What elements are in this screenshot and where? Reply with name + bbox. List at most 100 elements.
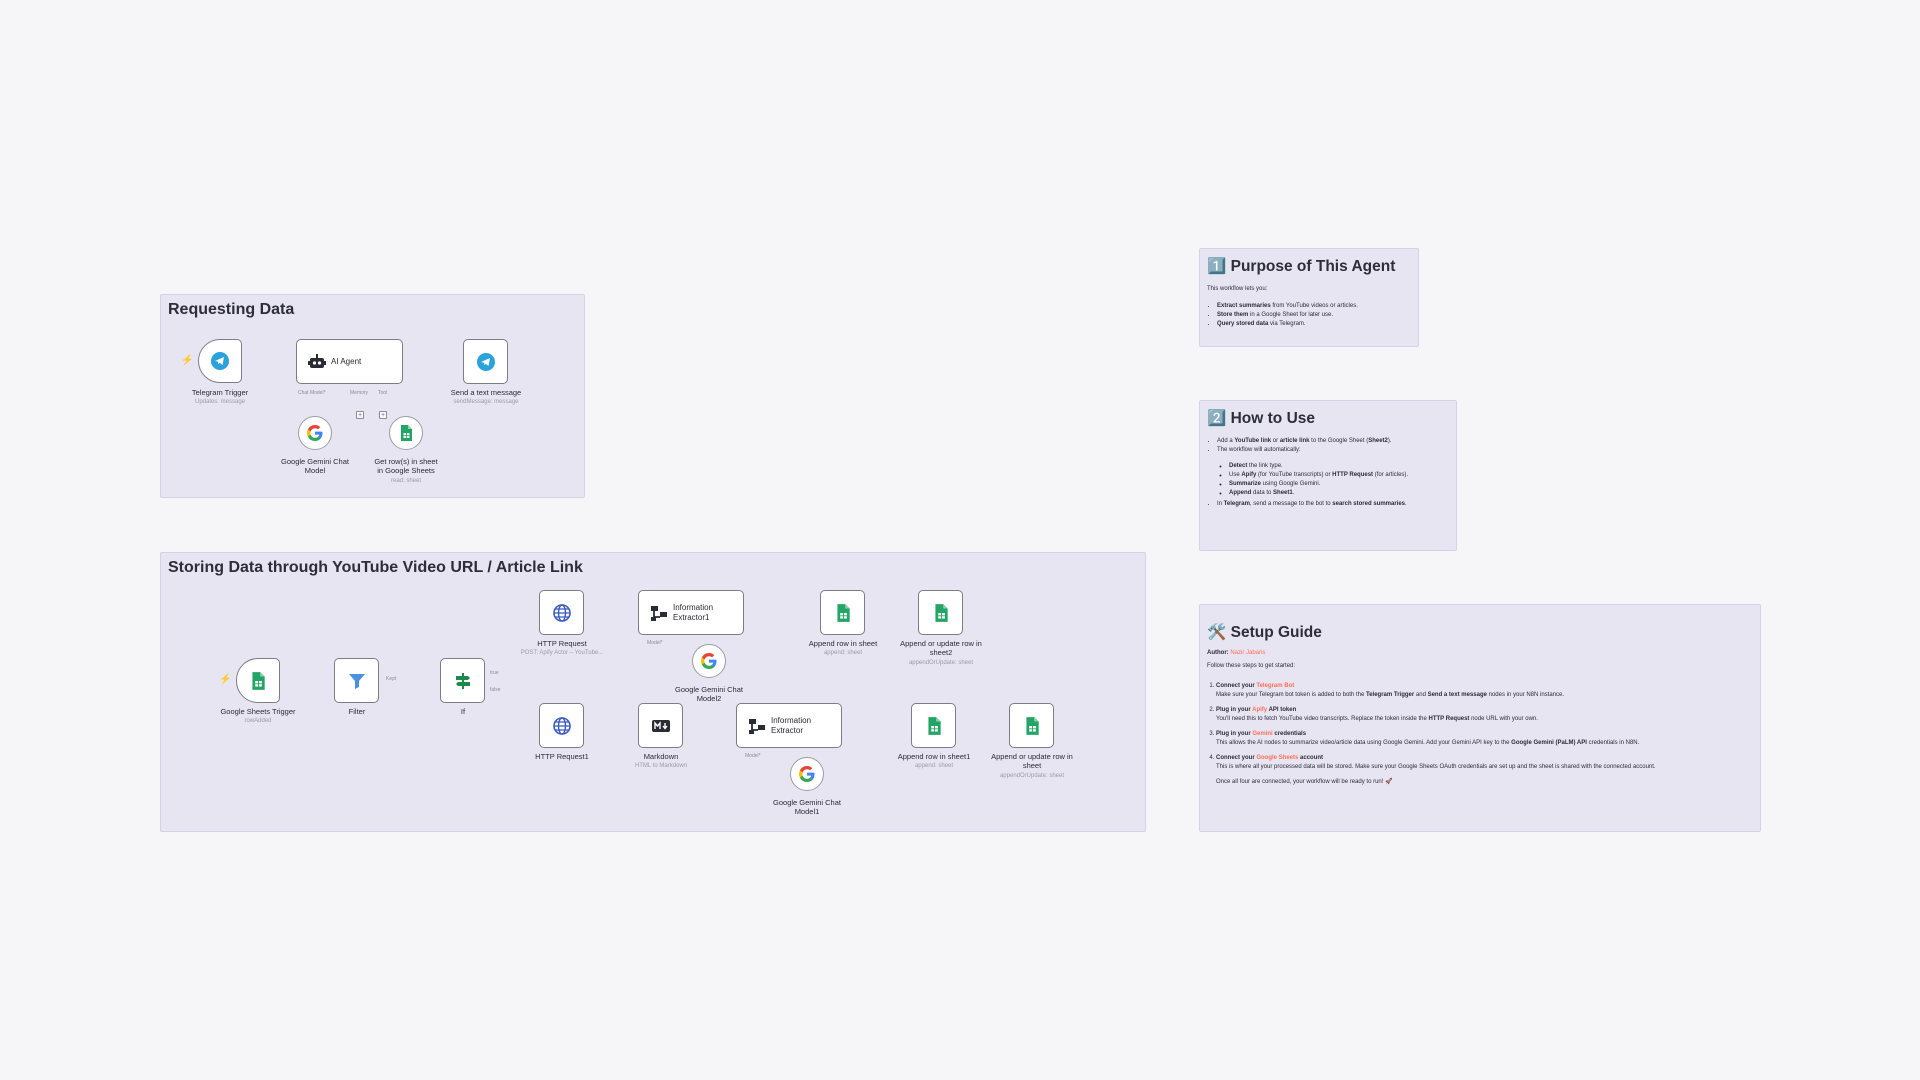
node-telegram-trigger[interactable] xyxy=(198,339,242,383)
node-send-message[interactable] xyxy=(463,339,508,384)
if-true-branch: true xyxy=(490,670,499,676)
filter-kept-output: Kept xyxy=(386,676,397,682)
note-sub-item: Append data to Sheet1. xyxy=(1229,489,1449,498)
note-author: Author: Nazir Jabaris xyxy=(1207,650,1266,656)
sheets-icon xyxy=(927,716,941,735)
node-subtitle: POST: Apify Actor – YouTube... xyxy=(520,650,604,656)
markdown-icon xyxy=(651,719,670,732)
node-information-extractor1[interactable]: Information Extractor1 xyxy=(638,590,744,635)
robot-icon xyxy=(308,353,326,368)
if-false-branch: false xyxy=(490,687,501,693)
add-memory-button[interactable]: + xyxy=(356,411,364,419)
globe-icon xyxy=(552,716,571,735)
note-how-to-use[interactable]: 2️⃣ How to Use Add a YouTube link or art… xyxy=(1199,400,1457,551)
globe-icon xyxy=(552,603,571,622)
telegram-icon xyxy=(476,352,495,371)
node-subtitle: Updates: message xyxy=(194,399,246,405)
node-label: Append or update row in sheet2 xyxy=(900,639,982,657)
node-google-sheets-trigger[interactable] xyxy=(236,658,280,703)
extractor-icon xyxy=(651,605,667,621)
sheets-icon xyxy=(836,603,850,622)
node-label: If xyxy=(460,707,466,716)
node-markdown[interactable] xyxy=(638,703,683,748)
telegram-icon xyxy=(211,352,229,370)
google-icon xyxy=(799,766,815,782)
node-get-rows-sheets[interactable] xyxy=(389,416,423,450)
sheets-icon xyxy=(252,671,265,690)
note-list-item: In Telegram, send a message to the bot t… xyxy=(1217,500,1449,509)
group-requesting-data[interactable]: Requesting Data xyxy=(160,294,585,498)
sheets-icon xyxy=(401,425,412,441)
node-subtitle: rowAdded xyxy=(244,718,272,724)
node-label: HTTP Request1 xyxy=(535,752,589,761)
extractor-icon xyxy=(749,718,765,734)
port-model: Model* xyxy=(647,640,663,646)
node-subtitle: appendOrUpdate: sheet xyxy=(908,660,974,666)
node-if[interactable] xyxy=(440,658,485,703)
node-label: Get row(s) in sheet in Google Sheets xyxy=(374,457,438,475)
node-label: Google Sheets Trigger xyxy=(220,707,296,716)
group-title: Requesting Data xyxy=(168,301,295,318)
port-model: Model* xyxy=(745,753,761,759)
note-title: 2️⃣ How to Use xyxy=(1207,410,1316,427)
node-gemini-chat-model2[interactable] xyxy=(692,644,726,678)
note-list-item: Store them in a Google Sheet for later u… xyxy=(1217,311,1411,320)
note-setup-guide[interactable]: 🛠️ Setup Guide Author: Nazir Jabaris Fol… xyxy=(1199,604,1761,832)
node-http-request1[interactable] xyxy=(539,703,584,748)
port-chat-model: Chat Model* xyxy=(298,390,326,396)
node-label: Append or update row in sheet xyxy=(991,752,1073,770)
node-label: Markdown xyxy=(643,752,679,761)
port-memory: Memory xyxy=(350,390,369,396)
node-label: Append row in sheet xyxy=(808,639,878,648)
filter-icon xyxy=(348,673,365,689)
node-append-row1[interactable] xyxy=(911,703,956,748)
add-tool-button[interactable]: + xyxy=(379,411,387,419)
note-intro: This workflow lets you: xyxy=(1207,286,1268,292)
node-label: HTTP Request xyxy=(537,639,587,648)
note-sub-item: Summarize using Google Gemini. xyxy=(1229,480,1449,489)
trigger-bolt-icon: ⚡ xyxy=(181,355,194,366)
node-subtitle: appendOrUpdate: sheet xyxy=(999,773,1065,779)
node-label: Information Extractor1 xyxy=(673,602,714,622)
sheets-icon xyxy=(1025,716,1039,735)
node-subtitle: read: sheet xyxy=(390,478,422,484)
google-icon xyxy=(701,653,717,669)
sheets-icon xyxy=(934,603,948,622)
node-append-update-sheet2[interactable] xyxy=(918,590,963,635)
group-title: Storing Data through YouTube Video URL /… xyxy=(168,559,583,576)
node-filter[interactable] xyxy=(334,658,379,703)
google-icon xyxy=(307,425,323,441)
port-tool: Tool xyxy=(378,390,388,396)
note-sub-item: Use Apify (for YouTube transcripts) or H… xyxy=(1229,471,1449,480)
node-label: Send a text message xyxy=(450,388,522,397)
node-gemini-chat-model[interactable] xyxy=(298,416,332,450)
node-label: Google Gemini Chat Model1 xyxy=(773,798,841,816)
note-list-item: Query stored data via Telegram. xyxy=(1217,320,1411,329)
node-label: Append row in sheet1 xyxy=(897,752,971,761)
node-information-extractor[interactable]: Information Extractor xyxy=(736,703,842,748)
note-purpose[interactable]: 1️⃣ Purpose of This Agent This workflow … xyxy=(1199,248,1419,347)
node-http-request[interactable] xyxy=(539,590,584,635)
node-subtitle: append: sheet xyxy=(823,650,863,656)
note-list-item: The workflow will automatically: Detect … xyxy=(1217,446,1449,498)
trigger-bolt-icon: ⚡ xyxy=(219,674,232,685)
node-append-update-sheet[interactable] xyxy=(1009,703,1054,748)
if-icon xyxy=(455,672,470,689)
node-gemini-chat-model1[interactable] xyxy=(790,757,824,791)
node-label: Google Gemini Chat Model xyxy=(281,457,349,475)
node-subtitle: append: sheet xyxy=(914,763,954,769)
node-ai-agent[interactable]: AI Agent xyxy=(296,339,403,384)
note-list-item: Extract summaries from YouTube videos or… xyxy=(1217,302,1411,311)
note-list-item: Add a YouTube link or article link to th… xyxy=(1217,437,1449,446)
node-append-row[interactable] xyxy=(820,590,865,635)
note-sub-item: Detect the link type. xyxy=(1229,462,1449,471)
note-intro: Follow these steps to get started: xyxy=(1207,663,1296,669)
node-label: Information Extractor xyxy=(771,715,812,735)
node-label: AI Agent xyxy=(331,356,362,366)
node-label: Filter xyxy=(348,707,366,716)
